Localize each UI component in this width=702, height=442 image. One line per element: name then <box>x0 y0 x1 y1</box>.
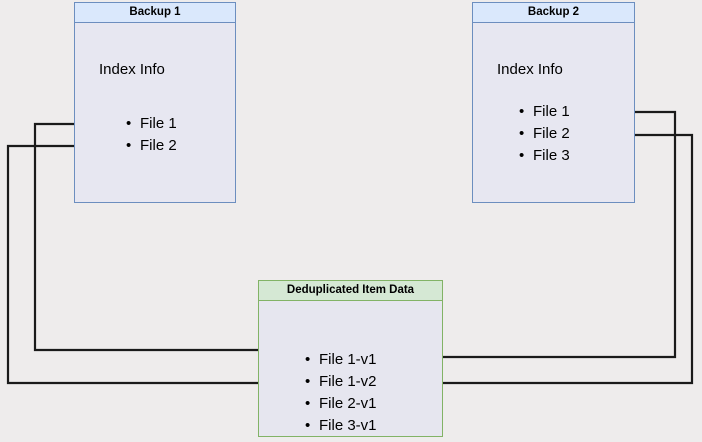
dedup-file-item[interactable]: File 1-v2 <box>305 371 377 393</box>
backup-1-box[interactable]: Backup 1 Index Info File 1 File 2 <box>74 2 236 203</box>
backup-2-index-info-label: Index Info <box>497 61 563 78</box>
backup-1-file-list: File 1 File 2 <box>126 113 177 157</box>
backup-2-file-item[interactable]: File 3 <box>519 145 570 167</box>
deduplicated-item-data-box[interactable]: Deduplicated Item Data File 1-v1 File 1-… <box>258 280 443 437</box>
dedup-file-item[interactable]: File 3-v1 <box>305 415 377 437</box>
backup-1-body: Index Info File 1 File 2 <box>75 23 235 202</box>
backup-2-body: Index Info File 1 File 2 File 3 <box>473 23 634 202</box>
backup-2-file-list: File 1 File 2 File 3 <box>519 101 570 167</box>
backup-2-file-item[interactable]: File 1 <box>519 101 570 123</box>
backup-2-box[interactable]: Backup 2 Index Info File 1 File 2 File 3 <box>472 2 635 203</box>
dedup-file-item[interactable]: File 1-v1 <box>305 349 377 371</box>
backup-1-title: Backup 1 <box>75 3 235 23</box>
backup-1-index-info-label: Index Info <box>99 61 165 78</box>
deduplicated-item-data-title: Deduplicated Item Data <box>259 281 442 301</box>
dedup-file-list: File 1-v1 File 1-v2 File 2-v1 File 3-v1 <box>305 349 377 437</box>
backup-2-file-item[interactable]: File 2 <box>519 123 570 145</box>
backup-1-file-item[interactable]: File 1 <box>126 113 177 135</box>
backup-2-title: Backup 2 <box>473 3 634 23</box>
backup-1-file-item[interactable]: File 2 <box>126 135 177 157</box>
dedup-file-item[interactable]: File 2-v1 <box>305 393 377 415</box>
deduplicated-item-data-body: File 1-v1 File 1-v2 File 2-v1 File 3-v1 <box>259 301 442 437</box>
